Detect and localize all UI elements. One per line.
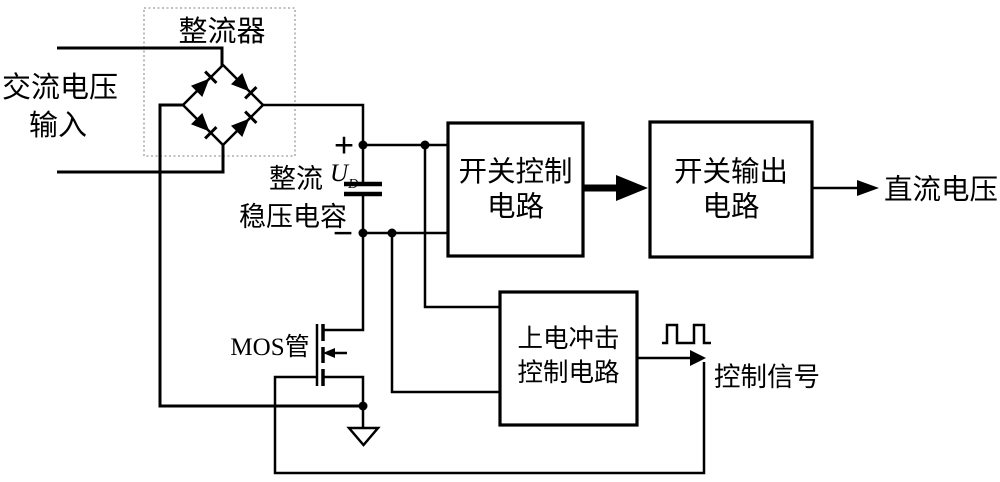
control-signal-arrow-icon (637, 350, 706, 366)
surge-control-label-line2: 控制电路 (517, 358, 619, 387)
diode-bottom-right-icon (230, 110, 258, 138)
mosfet-arrow-icon (323, 348, 335, 358)
ac-input-top-wire (57, 46, 224, 66)
minus-sign: − (333, 213, 354, 253)
pulse-waveform-icon (662, 323, 711, 345)
ac-input-bottom-wire (57, 145, 225, 174)
diode-bridge (181, 63, 265, 147)
switch-output-label-line2: 电路 (702, 191, 759, 223)
switch-control-label-line2: 电路 (487, 191, 544, 223)
capacitor-label-line1: 整流 (269, 164, 323, 194)
junction-dot (420, 140, 430, 150)
rectifier-label: 整流器 (178, 15, 265, 48)
dc-output-arrow-icon (812, 180, 879, 196)
switch-output-circuit-box (648, 120, 814, 259)
capacitor-icon (344, 181, 382, 197)
surge-box-upper-input-wire (423, 145, 500, 309)
capacitor-label-line2: 稳压电容 (239, 202, 347, 232)
rectifier-dashed-box (143, 7, 296, 157)
ground-icon (346, 406, 381, 447)
dc-output-label: 直流电压 (884, 174, 998, 206)
cap-voltage-label: UD (330, 160, 358, 192)
junction-dot (358, 140, 368, 150)
block-arrow-icon (583, 175, 648, 201)
switch-control-label-line1: 开关控制 (458, 156, 572, 188)
dc-plus-wire (263, 103, 365, 182)
switch-control-circuit-box (446, 121, 585, 258)
switch-output-label-line1: 开关输出 (674, 156, 788, 188)
surge-box-lower-input-wire (390, 233, 500, 394)
dc-minus-wire (158, 103, 363, 408)
mosfet-label: MOS管 (230, 333, 309, 361)
plus-sign: + (334, 125, 355, 165)
ac-input-label-line1: 交流电压 (2, 71, 118, 104)
capacitor-bottom-and-drain-wire (323, 196, 365, 332)
bridge-diamond (181, 63, 265, 147)
diode-bottom-left-icon (190, 112, 218, 140)
diode-top-left-icon (190, 70, 218, 98)
ac-input-label-line2: 输入 (29, 109, 87, 142)
control-signal-label: 控制信号 (714, 362, 820, 392)
mosfet-source-wire (323, 375, 365, 406)
surge-control-label-line1: 上电冲击 (517, 324, 619, 353)
junction-dot (358, 228, 368, 238)
gate-control-loop-wire (273, 362, 706, 475)
junction-dot (387, 228, 397, 238)
diode-top-right-icon (230, 72, 258, 100)
